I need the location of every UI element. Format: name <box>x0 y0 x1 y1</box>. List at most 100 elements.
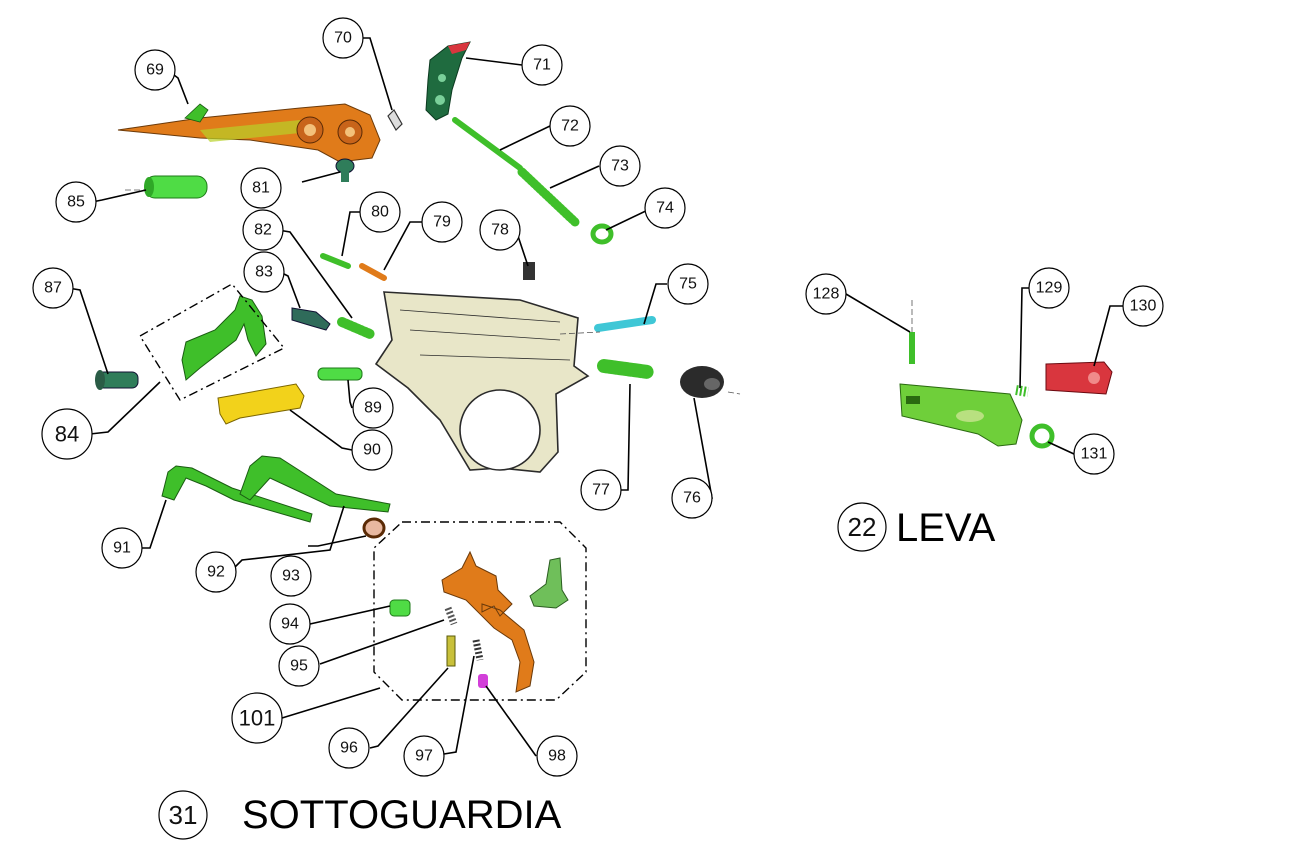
callout-circle <box>421 201 463 243</box>
callout-label: 130 <box>1130 298 1157 315</box>
callout-circle <box>580 469 622 511</box>
callout-80: 80 <box>359 191 401 233</box>
callout-76: 76 <box>671 477 713 519</box>
part-75-pin <box>594 316 656 332</box>
callout-bubbles: 6970717273747576777879808182838485878990… <box>32 17 1164 777</box>
callout-label: 83 <box>255 264 273 281</box>
callout-78: 78 <box>479 209 521 251</box>
callout-label: 94 <box>281 616 299 633</box>
part-97-spring <box>472 639 484 661</box>
callout-81: 81 <box>240 167 282 209</box>
part-93-washer <box>362 517 386 539</box>
part-leva-highlight <box>956 410 984 422</box>
part-71-hammer <box>425 41 471 121</box>
callout-circle <box>55 181 97 223</box>
callout-label: 95 <box>290 658 308 675</box>
part-70-clip <box>387 109 403 131</box>
callout-97: 97 <box>403 735 445 777</box>
group-frames <box>139 283 587 701</box>
callout-77: 77 <box>580 469 622 511</box>
callout-circle <box>134 49 176 91</box>
callout-label: 101 <box>239 706 276 731</box>
callout-label: 79 <box>433 214 451 231</box>
callout-label: 73 <box>611 158 629 175</box>
callout-circle <box>328 727 370 769</box>
callout-circle <box>351 429 393 471</box>
callout-circle <box>243 251 285 293</box>
callout-74: 74 <box>644 187 686 229</box>
part-trigger-sear <box>529 557 569 609</box>
callout-label: 128 <box>813 286 840 303</box>
section-title-sottoguardia: SOTTOGUARDIA <box>242 793 562 837</box>
part-82-spring <box>337 317 375 339</box>
trigger-guard-housing <box>374 291 590 473</box>
callout-circle <box>322 17 364 59</box>
part-90-block <box>217 383 305 425</box>
callout-75: 75 <box>667 263 709 305</box>
part-91-lever <box>161 465 313 523</box>
part-74-ring <box>590 223 614 245</box>
part-73-spring <box>517 167 580 227</box>
part-131-spring <box>1029 423 1055 449</box>
part-87-pin <box>95 370 139 390</box>
callout-79: 79 <box>421 201 463 243</box>
callout-label: 70 <box>334 30 352 47</box>
part-94-bushing <box>389 599 411 617</box>
section-number-sottoguardia: 31 <box>169 800 198 830</box>
callout-circle <box>521 44 563 86</box>
callout-92: 92 <box>195 551 237 593</box>
callout-label: 98 <box>548 748 566 765</box>
callout-label: 81 <box>252 180 270 197</box>
callout-98: 98 <box>536 735 578 777</box>
callout-85: 85 <box>55 181 97 223</box>
center-axis-lines <box>125 189 913 395</box>
callout-circle <box>667 263 709 305</box>
part-leva-slot <box>906 396 920 404</box>
frame-84-group <box>139 283 286 401</box>
callout-circle <box>270 555 312 597</box>
callout-circle <box>231 692 283 744</box>
callout-131: 131 <box>1073 433 1115 475</box>
callout-89: 89 <box>352 387 394 429</box>
callout-label: 78 <box>491 222 509 239</box>
parts-illustrations <box>95 41 1113 693</box>
callout-label: 91 <box>113 540 131 557</box>
callout-circle <box>403 735 445 777</box>
callout-circle <box>536 735 578 777</box>
callout-circle <box>805 273 847 315</box>
callout-label: 82 <box>254 222 272 239</box>
callout-83: 83 <box>243 251 285 293</box>
part-96-pin <box>446 635 456 667</box>
part-72-rod <box>452 117 523 171</box>
callout-circle <box>352 387 394 429</box>
callout-circle <box>1073 433 1115 475</box>
part-92-lever <box>239 455 391 513</box>
callout-circle <box>32 267 74 309</box>
callout-73: 73 <box>599 145 641 187</box>
part-78-screw <box>523 262 535 280</box>
callout-label: 69 <box>146 62 164 79</box>
part-79-pin <box>359 263 387 281</box>
callout-82: 82 <box>242 209 284 251</box>
callout-circle <box>269 603 311 645</box>
section-number-circle <box>837 502 887 552</box>
callout-circle <box>41 408 93 460</box>
callout-90: 90 <box>351 429 393 471</box>
part-130-block <box>1045 361 1113 395</box>
part-129-spring <box>1015 385 1029 397</box>
section-leva: 22 LEVA <box>837 502 996 552</box>
callout-circle <box>101 527 143 569</box>
callout-label: 131 <box>1081 446 1108 463</box>
callout-label: 129 <box>1036 280 1063 297</box>
callout-94: 94 <box>269 603 311 645</box>
callout-circle <box>479 209 521 251</box>
callout-130: 130 <box>1122 285 1164 327</box>
part-98-screw <box>478 674 488 688</box>
section-number-leva: 22 <box>848 512 877 542</box>
part-trigger <box>441 550 535 693</box>
callout-circle <box>359 191 401 233</box>
callout-label: 97 <box>415 748 433 765</box>
callout-label: 90 <box>363 442 381 459</box>
section-title-leva: LEVA <box>896 506 996 550</box>
